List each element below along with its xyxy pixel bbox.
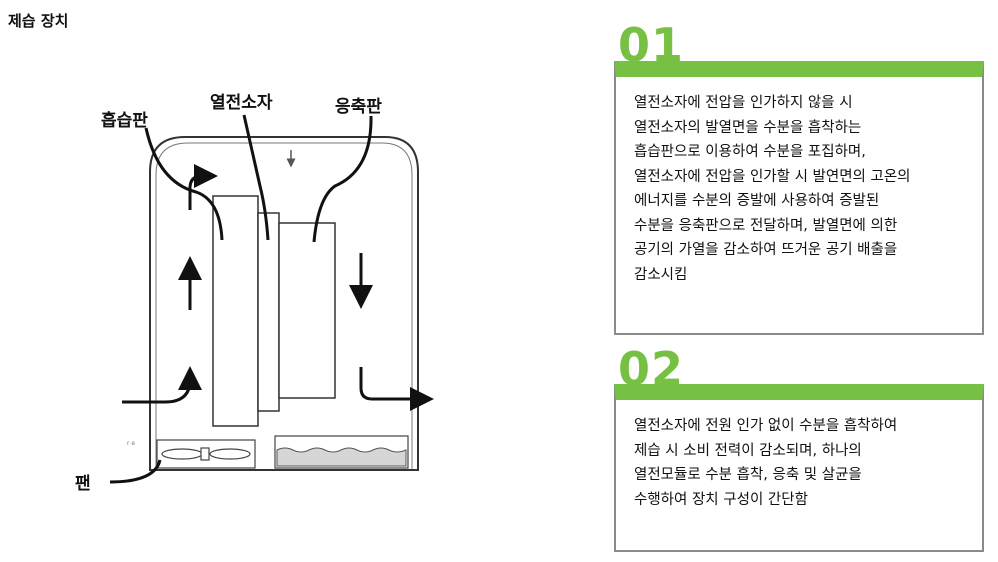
fan-icon bbox=[161, 447, 251, 461]
panel-text-02: 열전소자에 전원 인가 없이 수분을 흡착하여 제습 시 소비 전력이 감소되며… bbox=[634, 418, 898, 508]
thermoelectric-callout-line bbox=[242, 114, 270, 241]
fan-callout-line bbox=[109, 459, 162, 484]
airflow-up-arrow-top bbox=[188, 164, 218, 210]
thermoelectric-element bbox=[257, 212, 280, 412]
absorber-callout-line bbox=[144, 127, 224, 241]
panel-text-01: 열전소자에 전압을 인가하지 않을 시 열전소자의 발열면을 수분을 흡착하는 … bbox=[634, 95, 911, 283]
minor-mark: r e bbox=[127, 440, 135, 447]
airflow-inlet-arrow bbox=[122, 366, 202, 404]
airflow-outlet-arrow bbox=[359, 367, 434, 411]
page-title: 제습 장치 bbox=[8, 12, 69, 30]
condenser-label: 응축판 bbox=[335, 97, 382, 117]
condenser-plate bbox=[278, 222, 336, 399]
info-panel-01: 열전소자에 전압을 인가하지 않을 시 열전소자의 발열면을 수분을 흡착하는 … bbox=[614, 61, 984, 335]
thermoelectric-label: 열전소자 bbox=[210, 93, 273, 113]
absorber-label: 흡습판 bbox=[101, 110, 148, 131]
panel-number-01: 01 bbox=[618, 18, 685, 72]
fan-label: 팬 bbox=[75, 474, 91, 494]
condenser-callout-line bbox=[312, 115, 373, 243]
dehumidifier-diagram: 흡습판 열전소자 응축판 팬 r e bbox=[75, 93, 434, 494]
housing-outer-wall bbox=[149, 136, 419, 471]
info-panel-02: 열전소자에 전원 인가 없이 수분을 흡착하여 제습 시 소비 전력이 감소되며… bbox=[614, 384, 984, 552]
water-surface bbox=[276, 447, 407, 467]
